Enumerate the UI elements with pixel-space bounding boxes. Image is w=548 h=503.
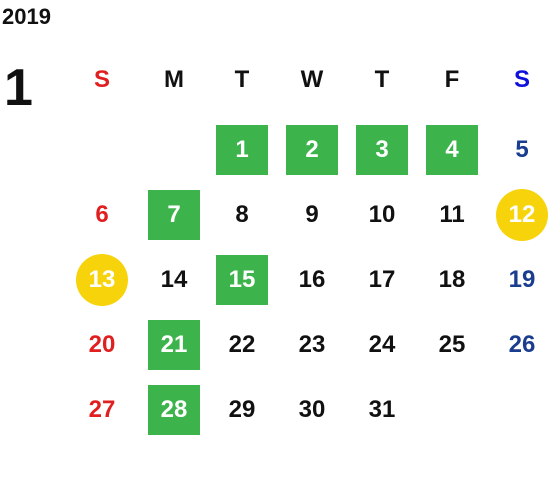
weekday-header: S <box>93 66 110 93</box>
day-cell: 24 <box>368 331 396 358</box>
day-cell: 3 <box>356 125 408 175</box>
weekday-header: W <box>300 66 324 93</box>
day-cell: 14 <box>160 266 188 293</box>
day-cell: 17 <box>368 266 396 293</box>
weekday-header: T <box>234 66 250 93</box>
day-cell: 26 <box>508 331 536 358</box>
day-cell: 22 <box>228 331 256 358</box>
day-cell: 25 <box>438 331 466 358</box>
day-cell: 9 <box>305 201 319 228</box>
day-number: 12 <box>496 189 548 241</box>
day-cell: 27 <box>88 396 116 423</box>
day-cell: 11 <box>439 201 465 228</box>
weekday-header: M <box>164 66 184 93</box>
day-cell: 7 <box>148 190 200 240</box>
day-cell: 10 <box>368 201 396 228</box>
day-cell: 18 <box>438 266 466 293</box>
day-cell: 8 <box>235 201 249 228</box>
day-cell: 1 <box>216 125 268 175</box>
month-number: 1 <box>4 59 33 117</box>
day-cell: 29 <box>228 396 256 423</box>
weekday-header: T <box>374 66 390 93</box>
day-cell: 6 <box>95 201 109 228</box>
day-cell: 23 <box>298 331 326 358</box>
weekday-header: F <box>444 66 460 93</box>
day-cell: 21 <box>148 320 200 370</box>
day-cell: 28 <box>148 385 200 435</box>
weekday-header: S <box>513 66 530 93</box>
day-cell: 30 <box>298 396 326 423</box>
day-cell: 31 <box>368 396 396 423</box>
day-cell: 20 <box>88 331 116 358</box>
day-cell: 2 <box>286 125 338 175</box>
day-cell: 15 <box>216 255 268 305</box>
day-cell: 4 <box>426 125 478 175</box>
day-cell: 5 <box>515 136 529 163</box>
day-cell: 16 <box>298 266 326 293</box>
day-cell: 12 <box>496 189 548 241</box>
day-number: 13 <box>76 254 128 306</box>
day-cell: 19 <box>508 266 536 293</box>
day-cell: 13 <box>76 254 128 306</box>
year-label: 2019 <box>2 4 51 29</box>
